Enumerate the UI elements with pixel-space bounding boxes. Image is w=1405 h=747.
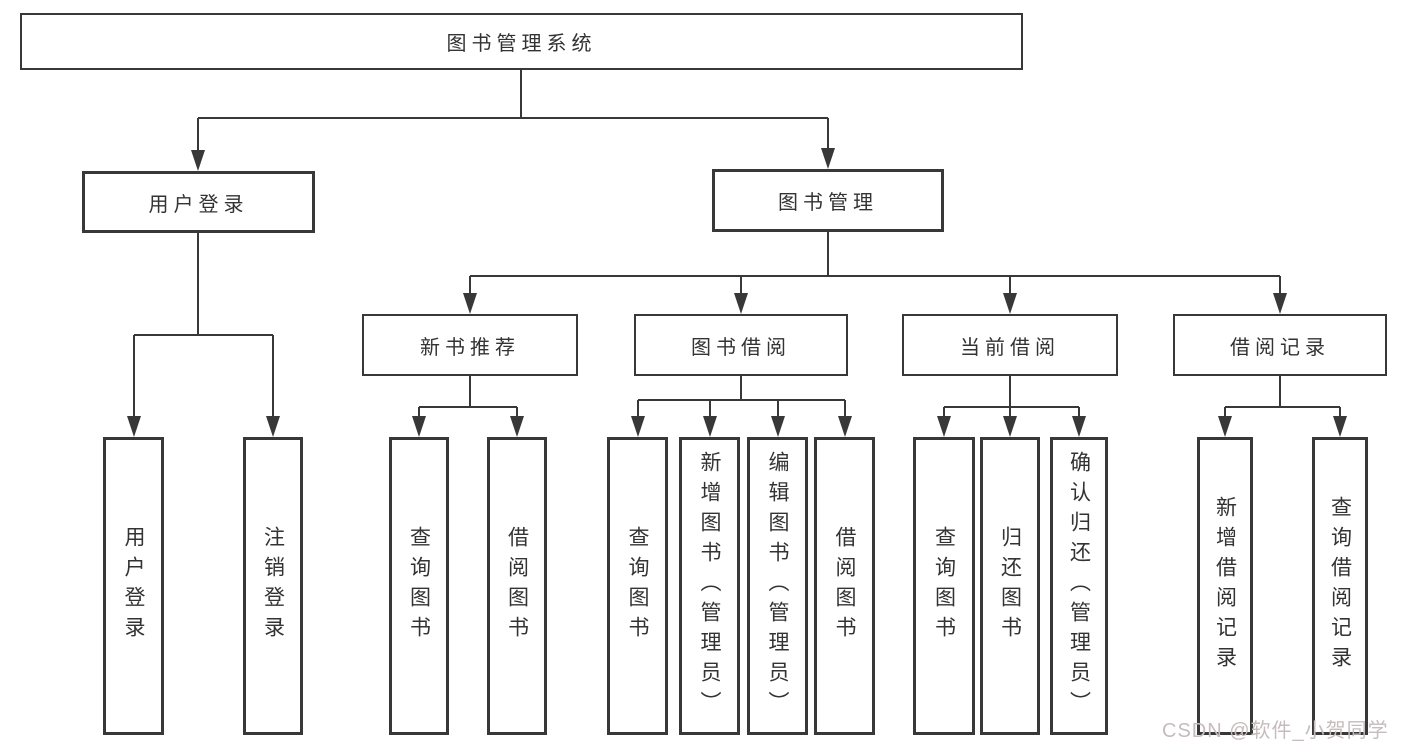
leaf-recommend-borrow-book: 借阅图书 — [487, 437, 547, 735]
node-book-borrow: 图书借阅 — [634, 314, 848, 376]
leaf-current-query-book-label: 查询图书 — [932, 526, 956, 646]
leaf-confirm-return-admin: 确认归还（管理员） — [1050, 437, 1108, 735]
leaf-recommend-query-book: 查询图书 — [389, 437, 449, 735]
leaf-recommend-query-book-label: 查询图书 — [407, 526, 431, 646]
node-current-borrow-label: 当前借阅 — [960, 336, 1060, 359]
leaf-borrow-query-book: 查询图书 — [607, 437, 668, 735]
node-new-book-recommend-label: 新书推荐 — [420, 336, 520, 359]
node-current-borrow: 当前借阅 — [902, 314, 1118, 376]
node-user-login: 用户登录 — [82, 171, 315, 233]
leaf-user-login-label: 用户登录 — [122, 526, 145, 646]
leaf-edit-book-admin-label: 编辑图书（管理员） — [766, 451, 789, 721]
leaf-query-borrow-record-label: 查询借阅记录 — [1328, 496, 1352, 676]
leaf-borrow-book: 借阅图书 — [814, 437, 875, 735]
leaf-logout: 注销登录 — [243, 437, 303, 735]
node-user-login-label: 用户登录 — [148, 193, 249, 216]
node-root-label: 图书管理系统 — [446, 33, 597, 55]
node-new-book-recommend: 新书推荐 — [362, 314, 578, 376]
leaf-borrow-query-book-label: 查询图书 — [626, 526, 649, 646]
node-borrow-record: 借阅记录 — [1173, 314, 1387, 376]
leaf-query-borrow-record: 查询借阅记录 — [1312, 437, 1368, 735]
leaf-recommend-borrow-book-label: 借阅图书 — [505, 526, 529, 646]
watermark-text: CSDN @软件_小贺同学 — [1162, 720, 1389, 742]
leaf-borrow-book-label: 借阅图书 — [833, 526, 856, 646]
leaf-add-book-admin: 新增图书（管理员） — [679, 437, 740, 735]
leaf-return-book: 归还图书 — [980, 437, 1040, 735]
leaf-add-borrow-record: 新增借阅记录 — [1197, 437, 1253, 735]
node-book-borrow-label: 图书借阅 — [691, 336, 791, 359]
leaf-logout-label: 注销登录 — [261, 526, 285, 646]
leaf-add-borrow-record-label: 新增借阅记录 — [1213, 496, 1237, 676]
node-root: 图书管理系统 — [20, 13, 1023, 70]
leaf-return-book-label: 归还图书 — [998, 526, 1022, 646]
leaf-confirm-return-admin-label: 确认归还（管理员） — [1067, 451, 1091, 721]
node-book-management-label: 图书管理 — [778, 192, 878, 214]
leaf-add-book-admin-label: 新增图书（管理员） — [698, 451, 721, 721]
leaf-current-query-book: 查询图书 — [913, 437, 975, 735]
node-borrow-record-label: 借阅记录 — [1230, 336, 1330, 359]
node-book-management: 图书管理 — [712, 169, 944, 232]
leaf-user-login: 用户登录 — [103, 437, 164, 735]
leaf-edit-book-admin: 编辑图书（管理员） — [747, 437, 808, 735]
